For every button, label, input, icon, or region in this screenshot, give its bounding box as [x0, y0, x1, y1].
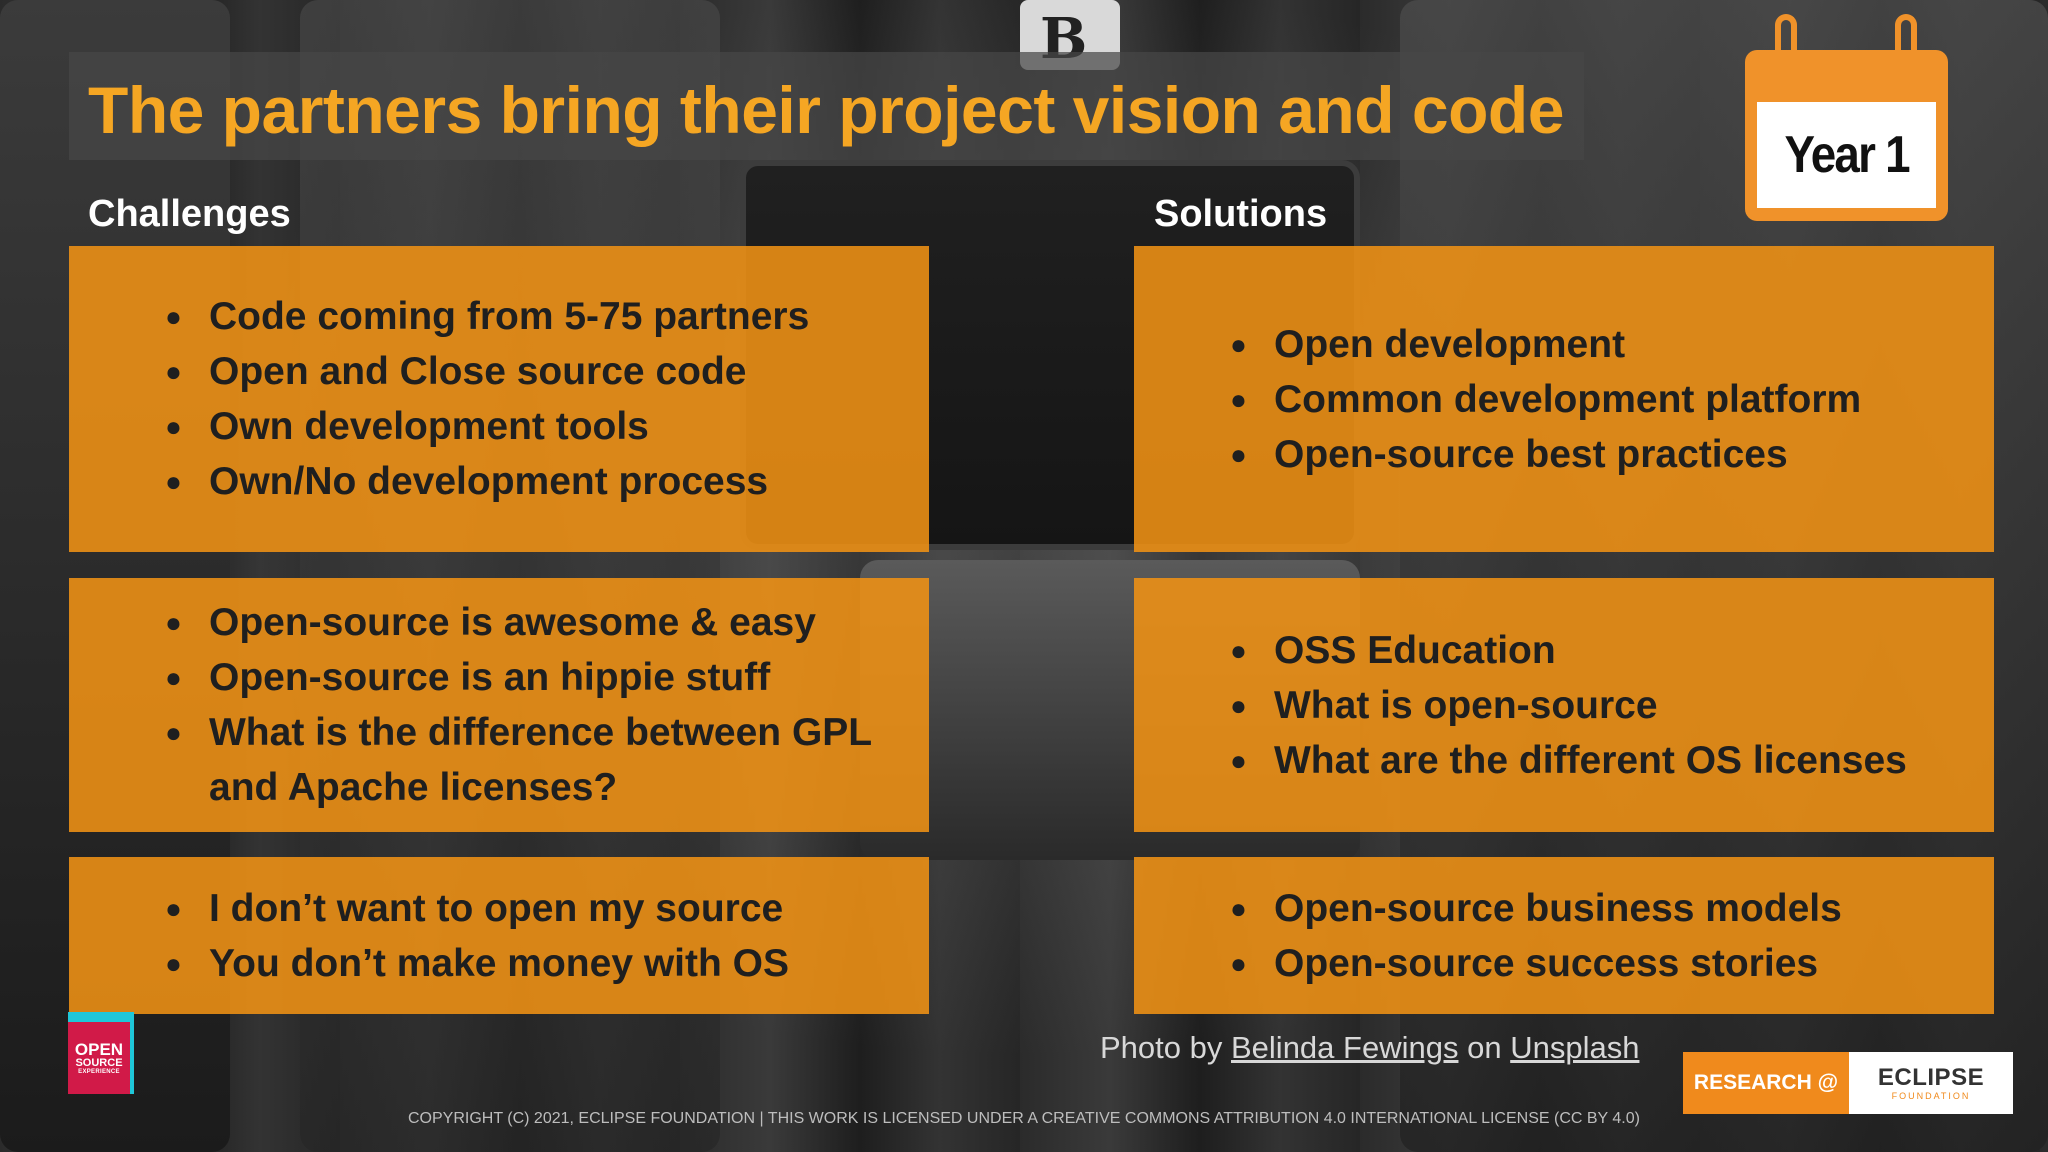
list-item: ● Own development tools [105, 399, 929, 454]
list-item-text: Code coming from 5-75 partners [209, 295, 810, 338]
open-source-experience-logo: OPEN SOURCE EXPERIENCE [68, 1012, 134, 1094]
bullet-icon: ● [165, 947, 182, 979]
solution-box-2: ● OSS Education ● What is open-source ● Wha… [1134, 578, 1994, 832]
bullet-icon: ● [165, 607, 182, 638]
photo-credit-prefix: Photo by [1100, 1030, 1223, 1065]
list-item: ● Open and Close source code [105, 344, 929, 399]
challenges-heading: Challenges [88, 193, 291, 235]
calendar-ring-right [1895, 14, 1917, 74]
unsplash-link[interactable]: Unsplash [1510, 1030, 1640, 1065]
eclipse-name: ECLIPSE [1877, 1063, 1985, 1091]
list-item: ● Open-source is awesome & easy [105, 595, 929, 650]
bullet-icon: ● [165, 892, 182, 924]
list-item: ● I don’t want to open my source [105, 881, 929, 936]
calendar-label: Year 1 [1784, 126, 1910, 184]
list-item: ● You don’t make money with OS [105, 936, 929, 991]
calendar-ring-left [1775, 14, 1797, 74]
eclipse-subtitle: FOUNDATION [1891, 1090, 1971, 1101]
photo-author-link[interactable]: Belinda Fewings [1231, 1030, 1459, 1065]
challenge-list-2: ● Open-source is awesome & easy ● Open-sou… [105, 595, 929, 815]
list-item-text: OSS Education [1274, 628, 1556, 672]
calendar-icon: Year 1 [1745, 14, 1948, 221]
list-item-text: What are the different OS licenses [1274, 738, 1907, 782]
list-item: ● Common development platform [1170, 372, 1994, 427]
bullet-icon: ● [1230, 947, 1247, 979]
challenge-box-1: ● Code coming from 5-75 partners ● Open an… [69, 246, 929, 552]
list-item: ● OSS Education [1170, 623, 1994, 678]
research-eclipse-badge: RESEARCH @ ECLIPSE FOUNDATION [1683, 1052, 2013, 1114]
solution-box-3: ● Open-source business models ● Open-sourc… [1134, 857, 1994, 1014]
challenge-box-3: ● I don’t want to open my source ● You don… [69, 857, 929, 1014]
logo-line-1: OPEN [74, 1040, 124, 1059]
list-item-text: What is open-source [1274, 683, 1658, 727]
list-item: ● What is the difference between GPL and … [105, 705, 929, 815]
slide-title: The partners bring their project vision … [88, 73, 1564, 147]
bullet-icon: ● [1230, 383, 1247, 415]
logo-line-2: SOURCE [75, 1057, 123, 1069]
challenge-list-1: ● Code coming from 5-75 partners ● Open an… [105, 289, 929, 509]
research-label: RESEARCH @ [1683, 1052, 1849, 1114]
photo-credit-middle: on [1467, 1030, 1502, 1065]
list-item-text: Open-source success stories [1274, 941, 1819, 985]
list-item-text: Open-source is an hippie stuff [209, 656, 771, 699]
list-item-text: Common development platform [1274, 377, 1862, 421]
bullet-icon: ● [1230, 438, 1247, 470]
list-item-text: Open-source is awesome & easy [209, 601, 816, 644]
copyright-footer: COPYRIGHT (C) 2021, ECLIPSE FOUNDATION |… [408, 1110, 1640, 1127]
list-item: ● Open-source business models [1170, 881, 1994, 936]
challenge-box-2: ● Open-source is awesome & easy ● Open-sou… [69, 578, 929, 832]
list-item-text: Own/No development process [209, 460, 769, 503]
bullet-icon: ● [1230, 744, 1247, 776]
list-item: ● Open-source best practices [1170, 427, 1994, 482]
list-item-text: Open-source business models [1274, 886, 1842, 930]
solution-box-1: ● Open development ● Common development pl… [1134, 246, 1994, 552]
list-item: ● Open development [1170, 317, 1994, 372]
list-item-text: What is the difference between GPL and A… [209, 711, 872, 809]
bullet-icon: ● [165, 466, 182, 497]
bullet-icon: ● [1230, 689, 1247, 721]
eclipse-foundation-logo: ECLIPSE FOUNDATION [1849, 1052, 2013, 1114]
solution-list-3: ● Open-source business models ● Open-sourc… [1170, 881, 1994, 991]
list-item-text: I don’t want to open my source [209, 886, 784, 930]
list-item-text: You don’t make money with OS [209, 941, 790, 985]
list-item: ● Open-source success stories [1170, 936, 1994, 991]
list-item-text: Own development tools [209, 405, 649, 448]
solutions-heading: Solutions [1154, 193, 1328, 235]
title-bar [69, 52, 1584, 160]
solution-list-2: ● OSS Education ● What is open-source ● Wha… [1170, 623, 1994, 788]
bullet-icon: ● [165, 717, 182, 748]
list-item: ● What is open-source [1170, 678, 1994, 733]
bullet-icon: ● [165, 662, 182, 693]
bullet-icon: ● [165, 301, 182, 332]
solution-list-1: ● Open development ● Common development pl… [1170, 317, 1994, 482]
logo-line-3: EXPERIENCE [78, 1069, 120, 1075]
list-item: ● Open-source is an hippie stuff [105, 650, 929, 705]
bullet-icon: ● [1230, 634, 1247, 666]
list-item-text: Open and Close source code [209, 350, 747, 393]
list-item: ● Own/No development process [105, 454, 929, 509]
list-item: ● Code coming from 5-75 partners [105, 289, 929, 344]
bullet-icon: ● [1230, 892, 1247, 924]
list-item-text: Open development [1274, 322, 1626, 366]
calendar-page: Year 1 [1757, 102, 1936, 208]
bullet-icon: ● [165, 356, 182, 387]
list-item-text: Open-source best practices [1274, 432, 1788, 476]
photo-credit: Photo by Belinda Fewings on Unsplash [1100, 1030, 1639, 1066]
bullet-icon: ● [1230, 328, 1247, 360]
bullet-icon: ● [165, 411, 182, 442]
list-item: ● What are the different OS licenses [1170, 733, 1994, 788]
challenge-list-3: ● I don’t want to open my source ● You don… [105, 881, 929, 991]
